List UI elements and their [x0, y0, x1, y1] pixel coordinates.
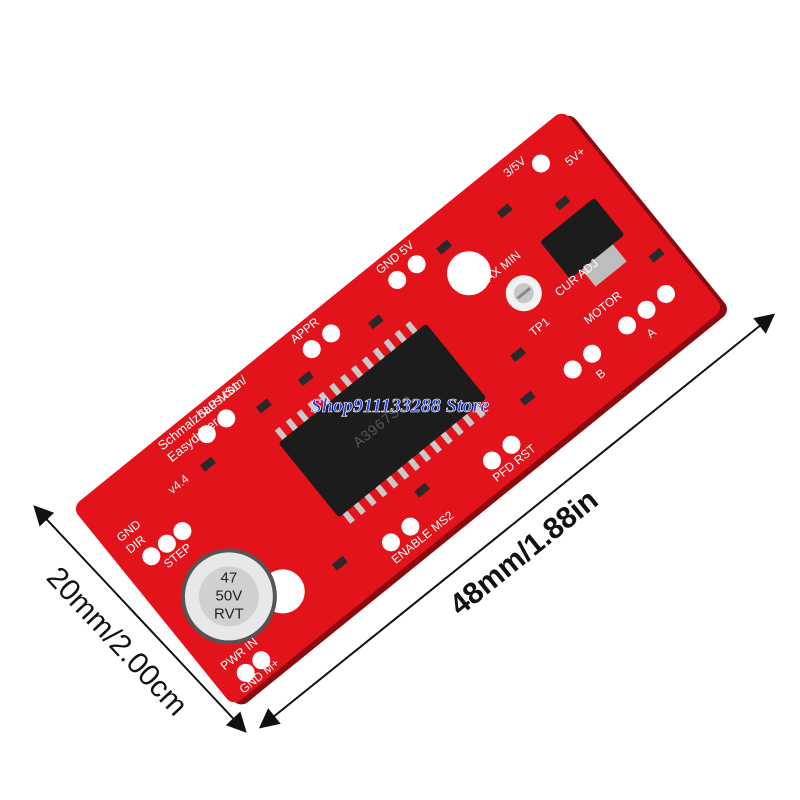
width-dimension-line — [33, 505, 247, 733]
length-dimension-line — [258, 313, 776, 729]
capacitor-value: 47 — [221, 569, 238, 586]
store-watermark: Shop911133288 Store — [311, 395, 490, 417]
capacitor-voltage: 50V — [216, 587, 243, 604]
smd-components — [199, 195, 665, 571]
capacitor: 47 50V RVT — [180, 548, 277, 645]
mounting-hole — [447, 251, 492, 296]
capacitor-series: RVT — [214, 605, 244, 622]
driver-chip: A3967SLB — [274, 321, 486, 524]
current-adjust-potentiometer — [505, 275, 542, 312]
easydriver-board: A3967SLB 47 50V RVT — [75, 113, 727, 705]
header-pins — [142, 154, 675, 682]
voltage-regulator — [541, 198, 627, 287]
